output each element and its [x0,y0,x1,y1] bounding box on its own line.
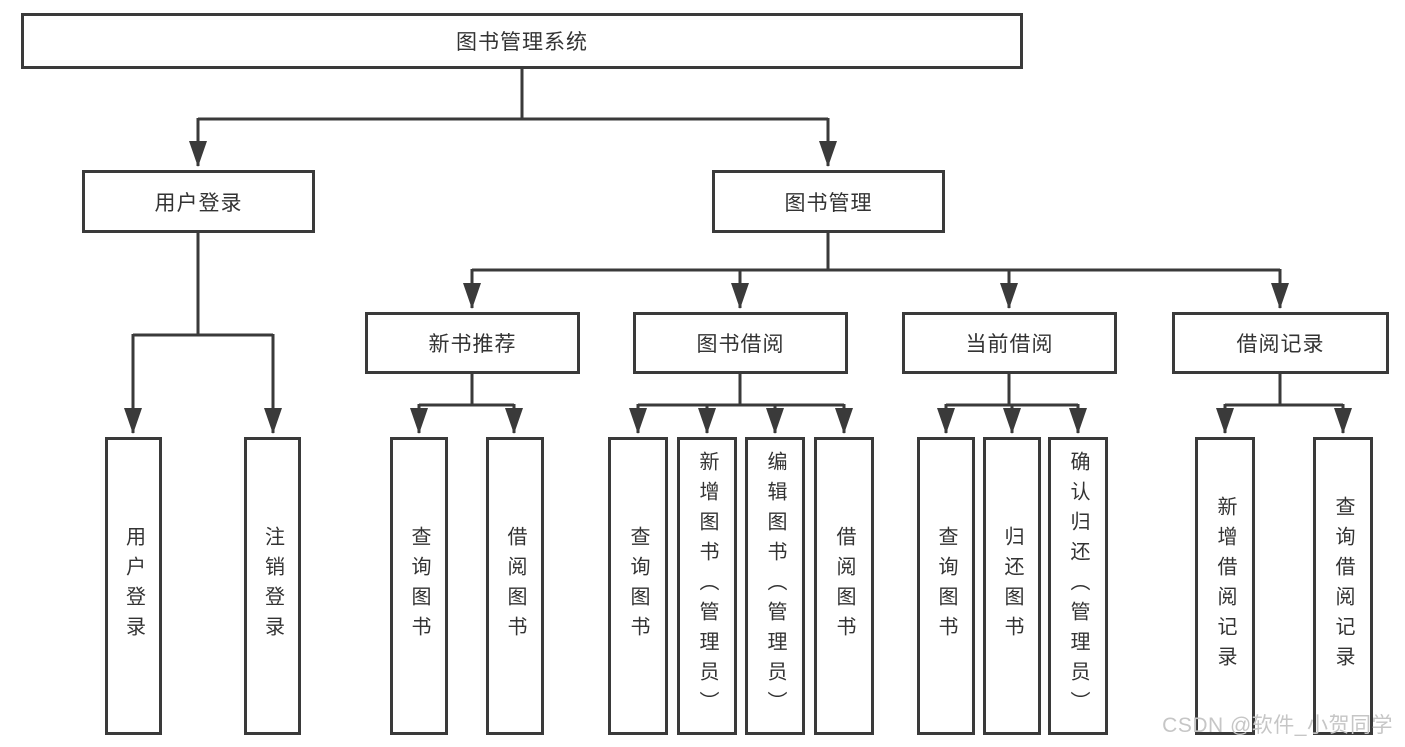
node-borrowing-records: 借阅记录 [1172,312,1389,374]
node-new-book-recommendation: 新书推荐 [365,312,580,374]
leaf-borrow-book: 借阅图书 [486,437,544,735]
connector-borrowing-records-group [1225,374,1343,407]
node-label: 归还图书 [1001,526,1023,646]
node-label: 图书借阅 [696,333,785,356]
leaf-edit-book-admin: 编辑图书（管理员） [745,437,805,735]
connector-book-borrowing-group [638,374,844,407]
node-book-management: 图书管理 [712,170,945,233]
node-label: 新增图书（管理员） [696,451,718,721]
node-label: 注销登录 [261,526,284,646]
node-label: 借阅图书 [504,526,526,646]
node-label: 查询图书 [627,526,649,646]
node-label: 图书管理系统 [456,31,588,54]
node-label: 新增借阅记录 [1214,496,1236,676]
csdn-watermark: CSDN @软件_小贺同学 [1162,714,1393,737]
connector-book-management-group [472,233,1280,272]
leaf-logout: 注销登录 [244,437,301,735]
node-label: 图书管理 [784,191,873,215]
node-label: 借阅图书 [833,526,855,646]
node-label: 用户登录 [154,191,243,215]
node-library-management-system: 图书管理系统 [21,13,1023,69]
leaf-add-borrow-record: 新增借阅记录 [1195,437,1255,735]
node-label: 查询图书 [935,526,957,646]
connector-new-book-group [419,374,514,407]
leaf-add-book-admin: 新增图书（管理员） [677,437,737,735]
connectors [124,69,1352,434]
node-book-borrowing: 图书借阅 [633,312,848,374]
leaf-return-book: 归还图书 [983,437,1041,735]
node-label: 查询图书 [408,526,430,646]
node-user-login: 用户登录 [82,170,315,233]
node-label: 用户登录 [122,526,145,646]
node-label: 编辑图书（管理员） [764,451,786,721]
leaf-user-login: 用户登录 [105,437,162,735]
connector-user-login-group [133,233,273,337]
node-current-borrowing: 当前借阅 [902,312,1117,374]
connector-root-to-level2 [198,69,828,121]
leaf-query-borrow-record: 查询借阅记录 [1313,437,1373,735]
node-label: 查询借阅记录 [1332,496,1354,676]
leaf-query-book: 查询图书 [917,437,975,735]
leaf-confirm-return-admin: 确认归还（管理员） [1048,437,1108,735]
connector-current-borrowing-group [946,374,1078,407]
leaf-query-book: 查询图书 [390,437,448,735]
node-label: 确认归还（管理员） [1067,451,1089,721]
leaf-query-book: 查询图书 [608,437,668,735]
node-label: 新书推荐 [428,333,517,356]
node-label: 当前借阅 [965,333,1054,356]
leaf-borrow-book: 借阅图书 [814,437,874,735]
node-label: 借阅记录 [1236,333,1325,356]
